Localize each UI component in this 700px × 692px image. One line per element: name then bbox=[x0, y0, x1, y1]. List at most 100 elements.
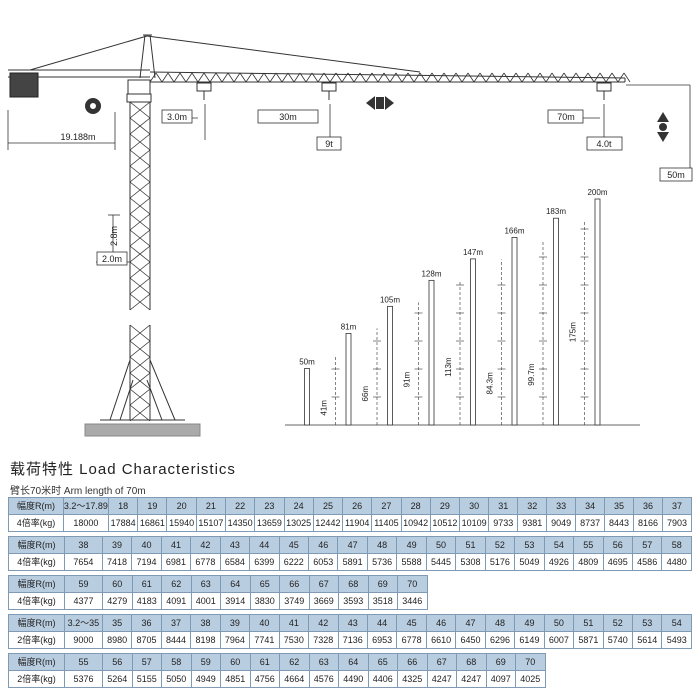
radius-cell: 54 bbox=[543, 536, 575, 554]
radius-cell: 56 bbox=[102, 653, 133, 671]
height-column bbox=[304, 368, 310, 426]
load-cell: 5736 bbox=[366, 553, 398, 571]
load-cell: 5493 bbox=[661, 631, 692, 649]
height-column bbox=[428, 279, 435, 426]
radius-cell: 69 bbox=[367, 575, 398, 593]
radius-cell: 19 bbox=[137, 497, 168, 515]
load-cell: 6222 bbox=[278, 553, 309, 571]
height-column bbox=[594, 198, 601, 426]
free-height-label: 81m bbox=[341, 322, 357, 331]
load-cell: 7328 bbox=[308, 631, 339, 649]
radius-cell: 68 bbox=[338, 575, 369, 593]
load-cell: 4949 bbox=[190, 670, 221, 688]
free-height-label: 200m bbox=[587, 188, 607, 197]
mast-section-width: 2.0m bbox=[102, 254, 122, 264]
radius-row-label: 幅度R(m) bbox=[8, 536, 65, 554]
radius-cell: 41 bbox=[160, 536, 192, 554]
radius-row-label: 幅度R(m) bbox=[8, 653, 65, 671]
load-cell: 6053 bbox=[307, 553, 339, 571]
radius-cell: 32 bbox=[517, 497, 548, 515]
load-cell: 15107 bbox=[195, 514, 227, 532]
radius-cell: 67 bbox=[426, 653, 457, 671]
height-column bbox=[511, 237, 518, 426]
load-cell: 7418 bbox=[101, 553, 133, 571]
load-cell: 5740 bbox=[602, 631, 634, 649]
radius-cell: 63 bbox=[190, 575, 221, 593]
load-cell: 5176 bbox=[484, 553, 516, 571]
radius-cell: 66 bbox=[279, 575, 310, 593]
radius-cell: 62 bbox=[161, 575, 192, 593]
load-cell: 7530 bbox=[278, 631, 310, 649]
load-cell: 6953 bbox=[366, 631, 398, 649]
load-row-label: 4倍率(kg) bbox=[8, 514, 64, 532]
trolley-mid-label: 30m bbox=[279, 112, 297, 122]
trolley-max-label: 70m bbox=[557, 112, 575, 122]
anchored-height-label: 66m bbox=[361, 386, 370, 402]
radius-cell: 43 bbox=[219, 536, 251, 554]
radius-cell: 50 bbox=[543, 614, 575, 632]
counter-jib-label: 19.188m bbox=[60, 132, 95, 142]
load-cell: 8166 bbox=[633, 514, 663, 532]
load-cell: 3830 bbox=[249, 592, 280, 610]
radius-cell: 26 bbox=[342, 497, 373, 515]
radius-cell: 49 bbox=[396, 536, 427, 554]
radius-cell: 66 bbox=[397, 653, 428, 671]
load-cell: 5871 bbox=[573, 631, 604, 649]
radius-cell: 45 bbox=[278, 536, 309, 554]
load-cell: 4851 bbox=[220, 670, 251, 688]
load-cell: 4586 bbox=[631, 553, 663, 571]
radius-cell: 51 bbox=[455, 536, 486, 554]
radius-cell: 24 bbox=[283, 497, 314, 515]
load-cell: 3669 bbox=[308, 592, 339, 610]
radius-row-label: 幅度R(m) bbox=[8, 614, 65, 632]
radius-cell: 42 bbox=[308, 614, 339, 632]
radius-row-label: 幅度R(m) bbox=[8, 575, 65, 593]
radius-cell: 55 bbox=[573, 536, 604, 554]
radius-cell: 27 bbox=[371, 497, 402, 515]
load-cell: 4809 bbox=[573, 553, 604, 571]
load-cell: 3749 bbox=[279, 592, 310, 610]
radius-cell: 59 bbox=[64, 575, 103, 593]
anchored-height-label: 175m bbox=[569, 322, 578, 342]
free-height-label: 128m bbox=[421, 269, 441, 278]
radius-cell: 39 bbox=[219, 614, 251, 632]
load-cell: 7741 bbox=[249, 631, 280, 649]
load-cell: 8737 bbox=[575, 514, 606, 532]
radius-cell: 21 bbox=[195, 497, 227, 515]
radius-cell: 35 bbox=[101, 614, 133, 632]
free-height-label: 183m bbox=[546, 207, 566, 216]
anchored-height-label: 41m bbox=[320, 400, 329, 416]
trolley-min-label: 3.0m bbox=[167, 112, 187, 122]
radius-cell: 48 bbox=[484, 614, 516, 632]
free-height-label: 147m bbox=[463, 248, 483, 257]
load-cell: 5155 bbox=[131, 670, 162, 688]
load-cell: 3446 bbox=[397, 592, 428, 610]
radius-cell: 53 bbox=[632, 614, 663, 632]
load-cell: 4926 bbox=[543, 553, 575, 571]
radius-cell: 60 bbox=[220, 653, 251, 671]
load-cell: 8705 bbox=[131, 631, 162, 649]
load-cell: 5050 bbox=[161, 670, 192, 688]
radius-cell: 46 bbox=[307, 536, 339, 554]
free-height-label: 105m bbox=[380, 295, 400, 304]
radius-cell: 40 bbox=[131, 536, 162, 554]
radius-cell: 62 bbox=[279, 653, 310, 671]
load-cell: 6584 bbox=[219, 553, 251, 571]
load-cell: 4025 bbox=[515, 670, 546, 688]
height-column bbox=[553, 217, 559, 426]
jib-lattice bbox=[149, 72, 631, 83]
load-cell: 9733 bbox=[488, 514, 519, 532]
radius-cell: 37 bbox=[661, 497, 693, 515]
radius-cell: 63 bbox=[308, 653, 339, 671]
load-cell: 4664 bbox=[279, 670, 310, 688]
load-row-label: 2倍率(kg) bbox=[8, 670, 65, 688]
